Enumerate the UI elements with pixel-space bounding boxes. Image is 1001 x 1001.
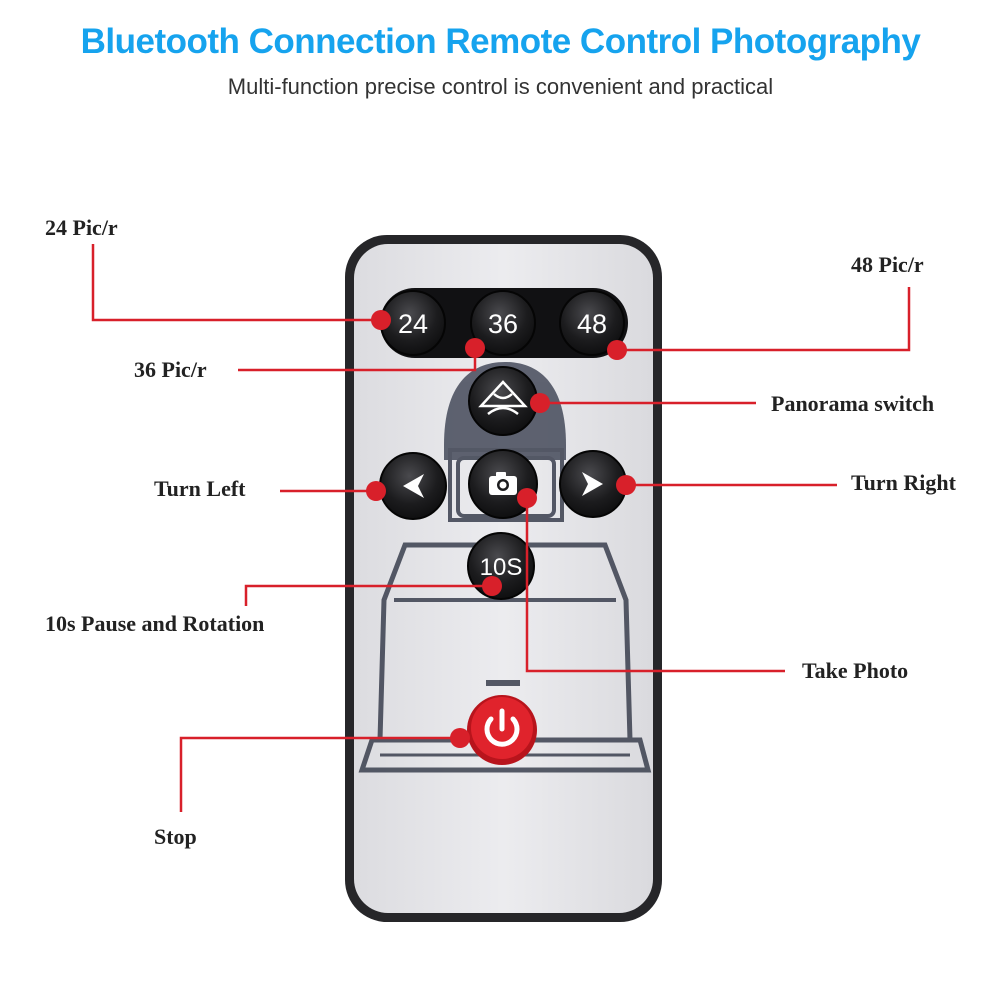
label-take-photo: Take Photo (802, 658, 908, 683)
button-24-label: 24 (398, 309, 428, 339)
callout-line-48 (617, 287, 911, 352)
arrow-left-icon (403, 474, 424, 498)
callout-dot-24 (371, 310, 391, 330)
callout-dot-take-photo (517, 488, 537, 508)
label-36-pic: 36 Pic/r (134, 357, 207, 382)
button-10s-label: 10S (480, 554, 523, 581)
stop-button[interactable] (467, 695, 537, 765)
callout-dot-36 (465, 338, 485, 358)
panorama-icon (478, 380, 528, 416)
power-icon (484, 708, 520, 747)
callout-dots (366, 310, 636, 748)
callout-dot-turn-left (366, 481, 386, 501)
callout-line-stop (179, 736, 460, 812)
arrow-right-icon (582, 472, 603, 496)
panorama-button[interactable] (468, 366, 538, 436)
callout-dot-turn-right (616, 475, 636, 495)
button-24[interactable]: 24 (380, 290, 446, 356)
label-10s-pause: 10s Pause and Rotation (45, 611, 264, 636)
callout-dot-48 (607, 340, 627, 360)
callout-dot-stop (450, 728, 470, 748)
label-turn-left: Turn Left (154, 476, 246, 501)
callout-line-take-photo (525, 498, 785, 673)
callout-line-pause (244, 584, 492, 606)
label-panorama-switch: Panorama switch (771, 391, 934, 416)
turn-left-button[interactable] (379, 452, 447, 520)
callout-dot-pause (482, 576, 502, 596)
button-36[interactable]: 36 (470, 290, 536, 356)
remote-control: 24 36 48 (345, 235, 662, 922)
page-subtitle: Multi-function precise control is conven… (227, 74, 774, 99)
button-48[interactable]: 48 (559, 290, 625, 356)
page-title: Bluetooth Connection Remote Control Phot… (80, 22, 921, 61)
button-48-label: 48 (577, 309, 607, 339)
label-stop: Stop (154, 824, 197, 849)
button-36-label: 36 (488, 309, 518, 339)
camera-icon (489, 472, 517, 495)
callout-line-24 (91, 244, 381, 322)
label-turn-right: Turn Right (851, 470, 957, 495)
label-24-pic: 24 Pic/r (45, 215, 118, 240)
callout-dot-panorama (530, 393, 550, 413)
label-48-pic: 48 Pic/r (851, 252, 924, 277)
